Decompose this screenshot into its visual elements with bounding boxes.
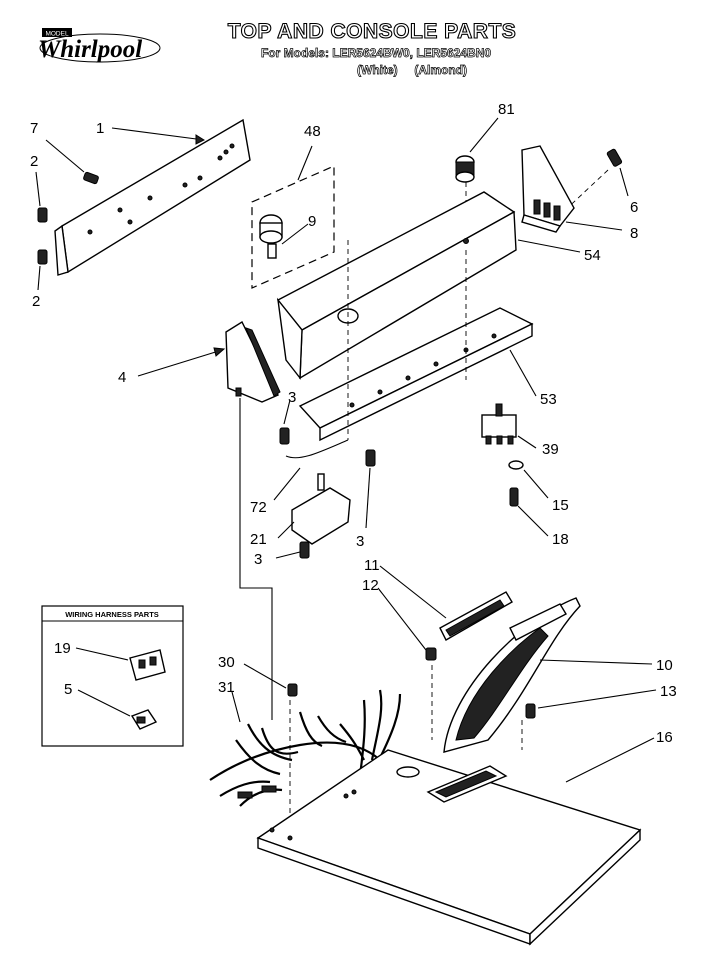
callout: 8 xyxy=(630,225,638,242)
part-31-wire-harness xyxy=(209,689,402,807)
part-53-console-base xyxy=(298,307,534,442)
callout: 53 xyxy=(540,391,557,408)
callout: 5 xyxy=(64,681,72,698)
part-72-wire xyxy=(285,439,349,459)
part-11-panel-plate xyxy=(439,591,513,641)
part-10-control-housing xyxy=(443,597,581,753)
callout: 72 xyxy=(250,499,267,516)
part-81-knob xyxy=(455,155,475,183)
part-12-clip xyxy=(425,647,437,661)
part-39-switch xyxy=(481,403,517,445)
part-16-top-panel xyxy=(256,749,642,946)
callout: 18 xyxy=(552,531,569,548)
callout: 81 xyxy=(498,101,515,118)
part-2-screw-lower xyxy=(37,249,48,265)
wiring-harness-inset: WIRING HARNESS PARTS xyxy=(41,605,184,747)
callout: 16 xyxy=(656,729,673,746)
part-6-screw xyxy=(606,148,623,167)
callout: 3 xyxy=(288,389,296,406)
part-4-end-cap xyxy=(225,320,281,403)
part-5-terminal xyxy=(130,709,158,730)
callout: 30 xyxy=(218,654,235,671)
callout: 6 xyxy=(630,199,638,216)
callout: 2 xyxy=(30,153,38,170)
part-21-timer xyxy=(291,473,351,545)
callout: 2 xyxy=(32,293,40,310)
page-title: TOP AND CONSOLE PARTS xyxy=(228,20,517,43)
callout: 13 xyxy=(660,683,677,700)
part-3-screw-c xyxy=(299,541,310,559)
callout: 19 xyxy=(54,640,71,657)
part-7-screw xyxy=(83,171,99,185)
models-line: For Models: LER5624BW0, LER5624BN0 xyxy=(261,46,491,60)
colors-line: (White) (Almond) xyxy=(357,63,467,77)
brand-logo: MODEL Whirlpool xyxy=(38,28,161,63)
part-1-console-panel xyxy=(54,118,251,276)
callout: 10 xyxy=(656,657,673,674)
callout: 31 xyxy=(218,679,235,696)
callout: 4 xyxy=(118,369,126,386)
callout: 39 xyxy=(542,441,559,458)
callout: 15 xyxy=(552,497,569,514)
part-54-console-trim xyxy=(276,191,517,380)
leader-lines xyxy=(35,117,657,783)
brand-name: Whirlpool xyxy=(38,36,142,63)
kit-48-outline xyxy=(251,165,335,289)
part-13-screw xyxy=(525,703,536,719)
callout: 21 xyxy=(250,531,267,548)
part-15-clip xyxy=(508,460,524,470)
part-2-screw-upper xyxy=(37,207,48,223)
callout-numbers: 7 1 48 81 2 9 6 8 54 2 4 53 3 39 15 72 2… xyxy=(30,101,677,746)
part-3-screw-b xyxy=(365,449,376,467)
callout: 9 xyxy=(308,213,316,230)
part-9-knob xyxy=(259,214,283,259)
part-18-screw xyxy=(509,487,519,507)
part-8-end-cap xyxy=(521,145,575,233)
brand-badge-box xyxy=(42,28,72,37)
callout: 48 xyxy=(304,123,321,140)
callout: 54 xyxy=(584,247,601,264)
part-3-screw-a xyxy=(279,427,290,445)
callout: 11 xyxy=(364,557,380,574)
callout: 3 xyxy=(254,551,262,568)
brand-badge: MODEL xyxy=(45,31,69,38)
part-30-screw xyxy=(287,683,298,697)
callout: 12 xyxy=(362,577,379,594)
callout: 1 xyxy=(96,120,104,137)
axis-left-cap xyxy=(239,398,273,720)
logo-swoosh xyxy=(39,33,161,63)
callout: 7 xyxy=(30,120,38,137)
part-19-connector xyxy=(129,649,166,681)
inset-title: WIRING HARNESS PARTS xyxy=(65,610,159,619)
callout: 3 xyxy=(356,533,364,550)
